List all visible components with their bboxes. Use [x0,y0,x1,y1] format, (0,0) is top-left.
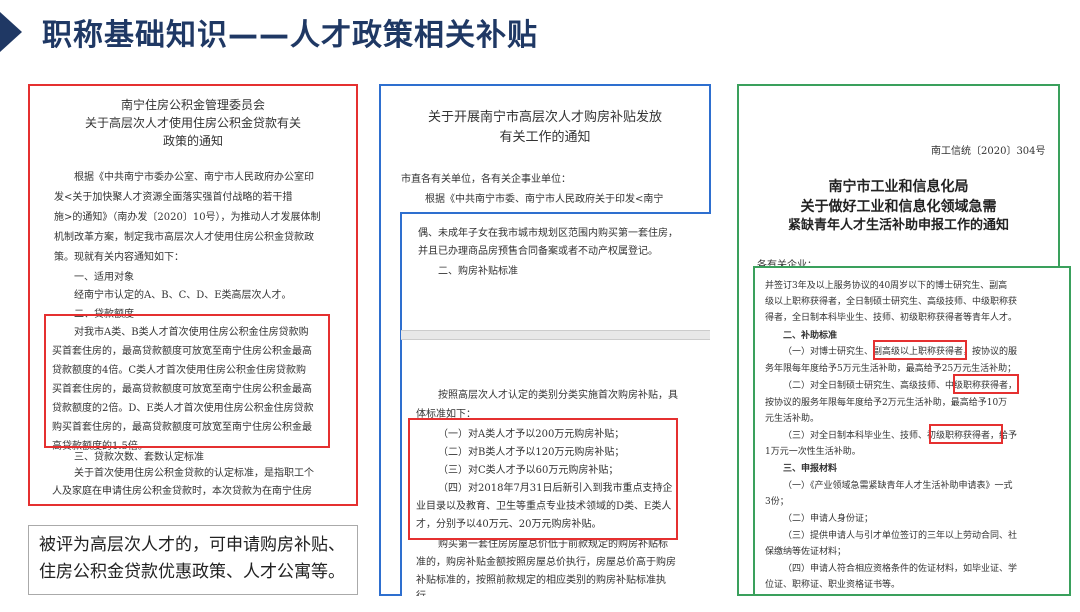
doc3-line: 元生活补助。 [765,414,820,424]
doc2-line: （一）对A类人才予以200万元购房补贴； [438,429,625,440]
doc3-inner-page: 并签订3年及以上服务协议的40周岁以下的博士研究生、副高 级以上职称获得者，全日… [753,266,1071,596]
doc3-title-line-2: 关于做好工业和信息化领域急需 [800,199,997,215]
doc2-line: 准的，购房补贴金额按照房屋总价执行，房屋总价高于购房 [416,557,676,568]
doc3-line: 3份； [765,497,789,507]
doc3-title-line-1: 南宁市工业和信息化局 [828,179,969,195]
doc3-line: 位证、职称证、职业资格证书等。 [765,580,901,590]
doc2-line: 补贴标准的，按照前款规定的相应类别的购房补贴标准执 [416,575,666,586]
doc1-line: 对我市A类、B类人才首次使用住房公积金住房贷款购 [74,327,309,338]
doc1-line: 购买首套住房的，最高贷款额度可放宽至南宁住房公积金最 [52,422,312,433]
doc2-line: 体标准如下： [416,409,476,420]
doc1-line: 一、适用对象 [74,272,134,283]
doc1-line: 策。现就有关内容通知如下： [54,252,184,263]
doc3-line: （一）对博士研究生、副高级以上职称获得者，按协议的服 [783,347,1018,357]
doc3-line: 得者，全日制本科毕业生、技师、初级职称获得者等青年人才。 [765,313,1018,323]
doc1-line: 三、贷款次数、套数认定标准 [74,452,204,463]
doc-housing-fund-notice: 南宁住房公积金管理委员会 关于高层次人才使用住房公积金贷款有关 政策的通知 根据… [28,84,358,506]
doc1-line: 买首套住房的，最高贷款额度可放宽至南宁住房公积金最高 [52,384,312,395]
page-gap [401,330,710,340]
doc3-line: 级以上职称获得者，全日制硕士研究生、高级技师、中级职称获 [765,297,1018,307]
doc1-line: 经南宁市认定的A、B、C、D、E类高层次人才。 [74,290,292,301]
doc2-line: 二、购房补贴标准 [438,266,518,277]
doc3-line: 按协议的服务年限每年度给予2万元生活补助，最高给予10万 [765,398,1008,408]
summary-line-2: 住房公积金贷款优惠政策、人才公寓等。 [39,562,345,582]
senior-title-highlight [873,340,967,360]
doc3-line: （三）对全日制本科毕业生、技师、初级职称获得者，给予 [783,431,1018,441]
doc2-line: （三）对C类人才予以60万元购房补贴； [438,465,619,476]
doc3-line: 保缴纳等佐证材料； [765,547,847,557]
doc1-line: 贷款额度的4倍。C类人才首次使用住房公积金住房贷款购 [52,365,307,376]
doc1-line: 贷款额度的2倍。D、E类人才首次使用住房公积金住房贷款 [52,403,314,414]
doc2-line: 业目录以及教育、卫生等重点专业技术领域的D类、E类人 [416,501,672,512]
doc1-title-line-2: 关于高层次人才使用住房公积金贷款有关 [84,116,301,130]
doc1-line: 人及家庭在申请住房公积金贷款时，本次贷款为在南宁住房 [52,486,312,497]
doc3-line: （二）申请人身份证； [783,514,874,524]
doc2-line: （二）对B类人才予以120万元购房补贴； [438,447,625,458]
loan-quota-highlight [44,314,330,448]
doc3-docno: 南工信统〔2020〕304号 [931,146,1046,157]
doc3-line: （四）申请人符合相应资格条件的佐证材料，如毕业证、学 [783,564,1018,574]
junior-title-highlight [929,424,1003,444]
doc2-line: 偶、未成年子女在我市城市规划区范围内购买第一套住房， [418,228,678,239]
doc2-line: 按照高层次人才认定的类别分类实施首次购房补贴，具 [438,390,678,401]
doc2-line: 购买第一套住房房屋总价低于前款规定的购房补贴标 [438,539,668,550]
doc3-line: 1万元一次性生活补助。 [765,447,861,457]
doc2-title-line-1: 关于开展南宁市高层次人才购房补贴发放 [427,110,662,125]
summary-line-1: 被评为高层次人才的，可申请购房补贴、 [39,535,345,555]
doc2-line: 根据《中共南宁市委、南宁市人民政府关于印发<南宁 [425,194,664,205]
doc3-salutation: 各有关企业： [757,256,817,271]
mid-title-highlight [953,374,1019,394]
doc1-title-line-3: 政策的通知 [162,134,223,148]
doc3-line: （三）提供申请人与引才单位签订的三年以上劳动合同、社 [783,531,1018,541]
doc2-line: 并且已办理商品房预售合同备案或者不动产权属登记。 [418,246,658,257]
subsidy-standard-highlight [408,418,678,540]
doc3-line: 三、申报材料 [783,464,838,474]
doc1-line: 根据《中共南宁市委办公室、南宁市人民政府办公室印 [74,172,314,183]
doc1-line: 施>的通知》（南办发〔2020〕10号），为推动人才发展体制 [54,212,321,223]
doc3-line: 务年限每年度给予5万元生活补助，最高给予25万元生活补助； [765,364,1017,374]
doc2-line: 行。 [416,587,436,596]
doc1-line: 发<关于加快聚人才资源全面落实强首付战略的若干措 [54,192,293,203]
doc3-title-line-3: 紧缺青年人才生活补助申报工作的通知 [787,218,1009,233]
doc2-line: 才，分别予以40万元、20万元购房补贴。 [416,519,602,530]
doc3-line: 二、补助标准 [783,331,838,341]
doc3-line: （一）《产业领域急需紧缺青年人才生活补助申请表》一式 [783,481,1013,491]
doc2-line: （四）对2018年7月31日后新引入到我市重点支持企 [438,483,673,494]
doc1-line: 机制改革方案，制定我市高层次人才使用住房公积金贷款政 [54,232,314,243]
doc3-line: （二）对全日制硕士研究生、高级技师、中级职称获得者， [783,381,1018,391]
doc2-line: 市直各有关单位，各有关企事业单位： [401,174,571,185]
doc2-inner-page: 偶、未成年子女在我市城市规划区范围内购买第一套住房， 并且已办理商品房预售合同备… [400,212,711,596]
doc3-line: 并签订3年及以上服务协议的40周岁以下的博士研究生、副高 [765,281,1008,291]
doc1-line: 买首套住房的，最高贷款额度可放宽至南宁住房公积金最高 [52,346,312,357]
doc1-line: 关于首次使用住房公积金贷款的认定标准，是指职工个 [74,468,314,479]
doc2-title-line-2: 有关工作的通知 [499,130,591,145]
summary-callout: 被评为高层次人才的，可申请购房补贴、 住房公积金贷款优惠政策、人才公寓等。 [28,525,358,595]
doc1-title-line-1: 南宁住房公积金管理委员会 [120,98,265,112]
page-title: 职称基础知识——人才政策相关补贴 [42,18,538,53]
header-arrow-icon [0,12,22,52]
